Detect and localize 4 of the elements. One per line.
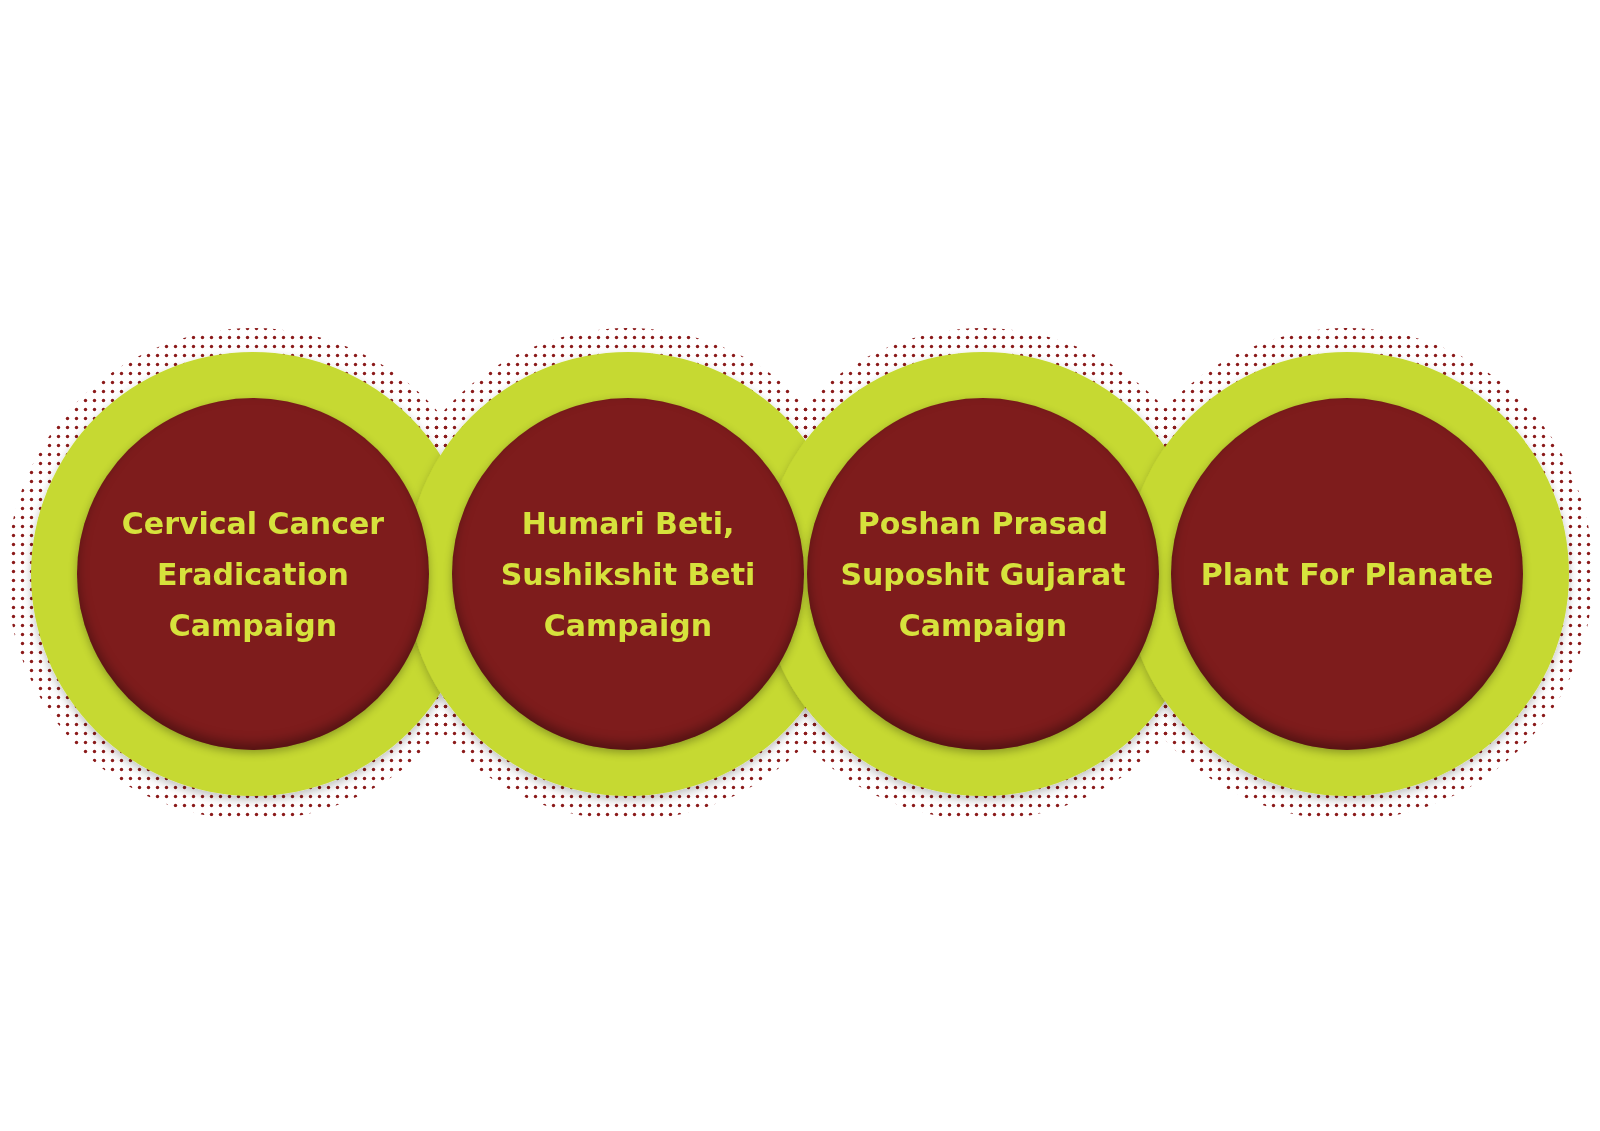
campaign-title: Humari Beti, Sushikshit Beti Campaign: [499, 504, 757, 645]
campaign-title: Plant For Planate: [1200, 555, 1494, 594]
campaign-title: Poshan Prasad Suposhit Gujarat Campaign: [839, 504, 1127, 645]
campaign-title: Cervical Cancer Eradication Campaign: [120, 504, 386, 645]
